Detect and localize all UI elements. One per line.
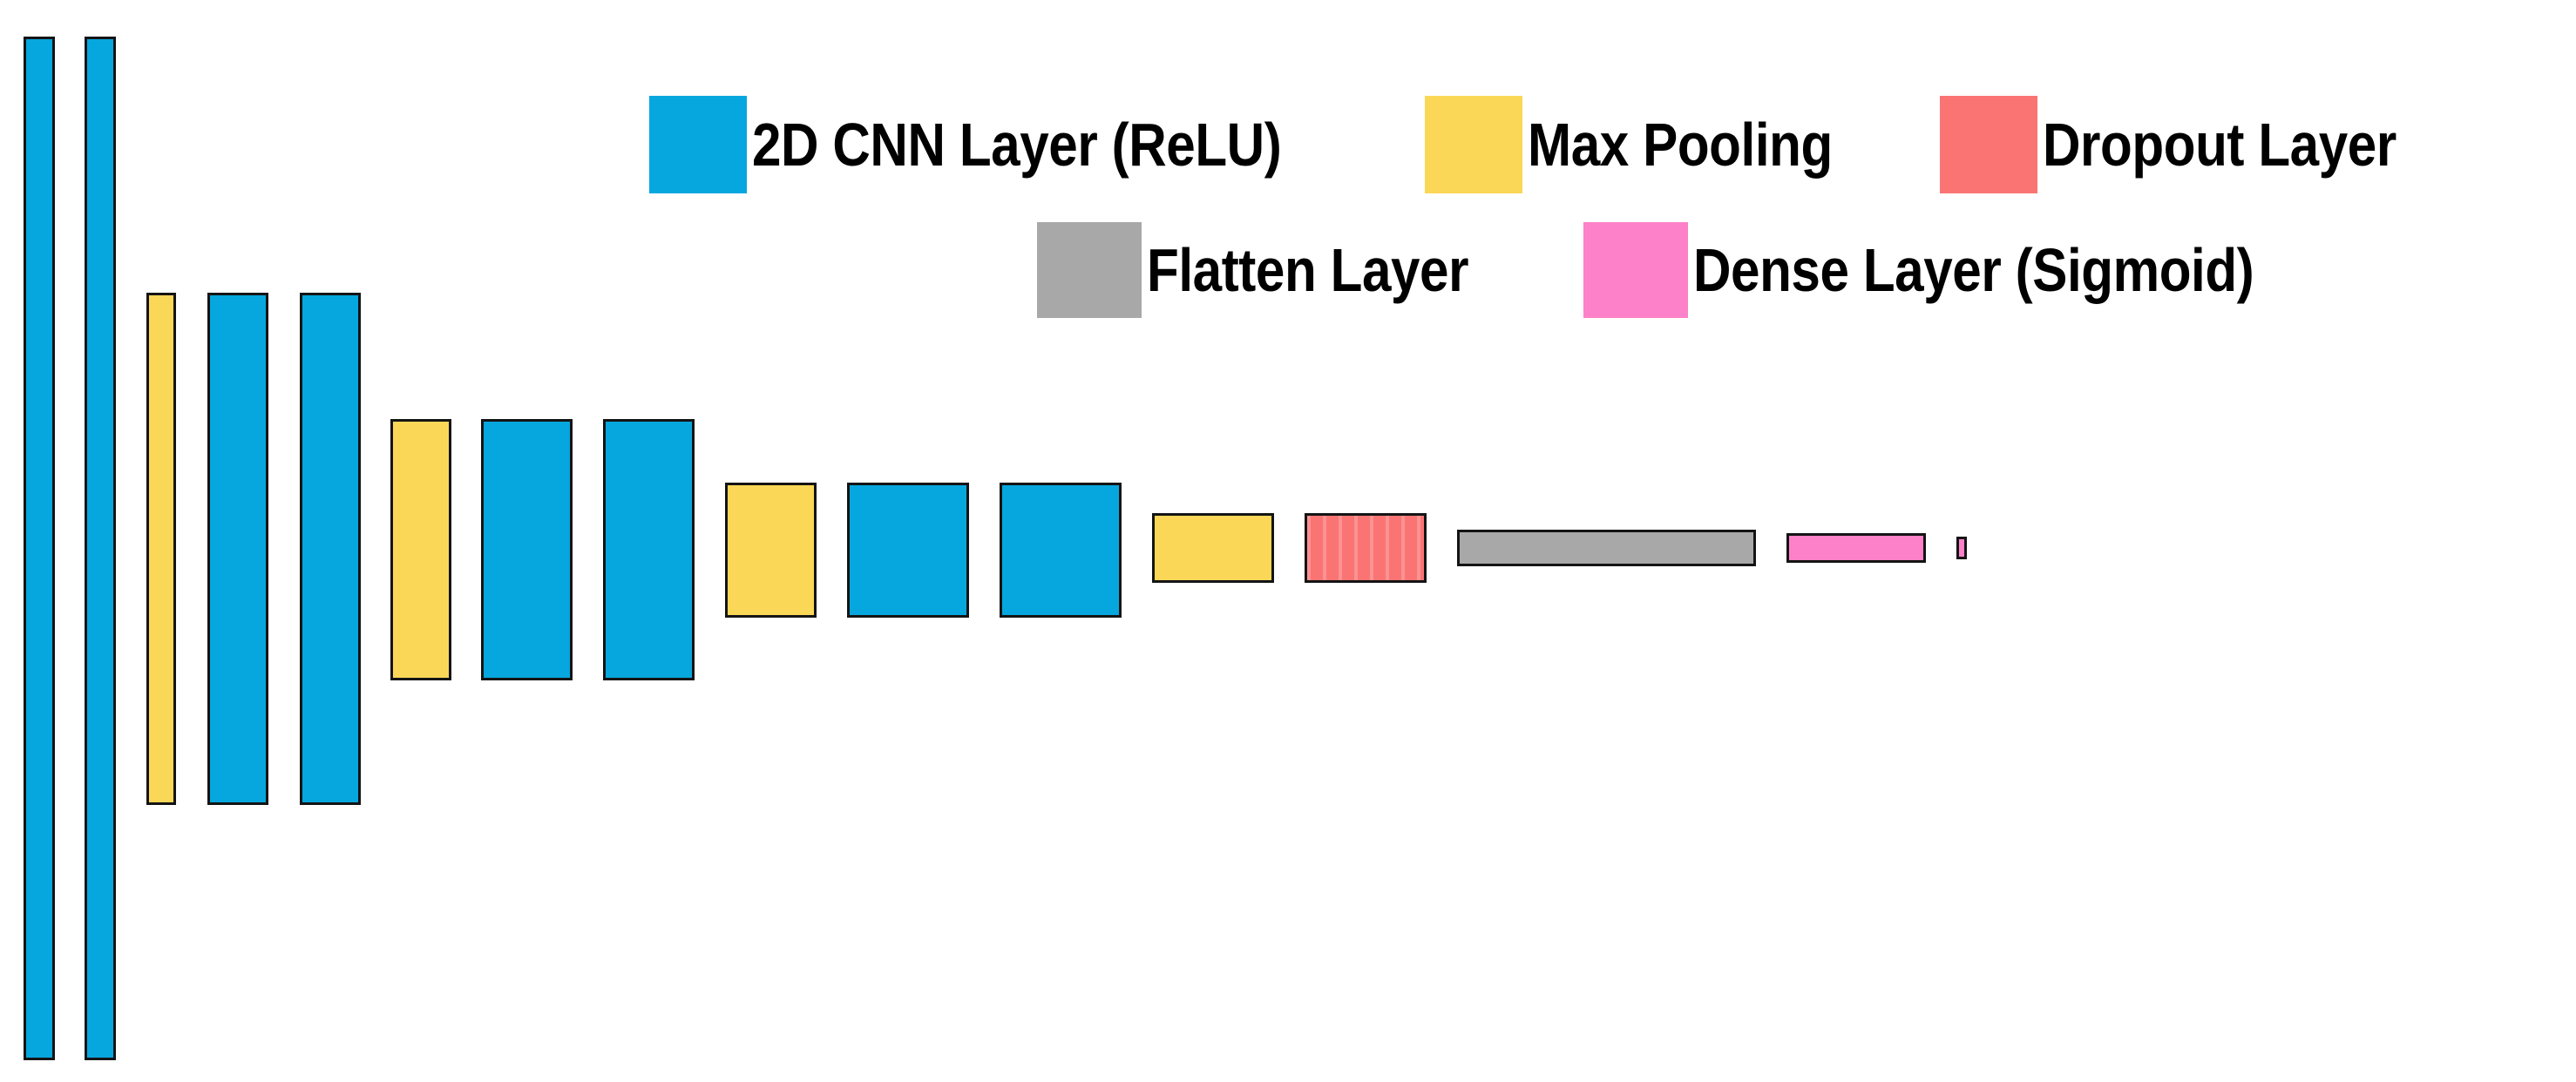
layer-block-dropout-1[interactable] (1305, 513, 1427, 583)
legend-label-pool: Max Pooling (1528, 111, 1834, 179)
layer-block-conv-7[interactable] (847, 483, 969, 618)
legend-swatch-dropout-icon (1939, 96, 2037, 193)
legend-row-1: 2D CNN Layer (ReLU) Max Pooling Dropout … (649, 96, 2454, 193)
legend-entry-dropout[interactable]: Dropout Layer (1939, 96, 2454, 193)
layer-block-dense-2[interactable] (1956, 537, 1967, 559)
legend-label-flatten: Flatten Layer (1147, 236, 1469, 304)
legend-swatch-flatten-icon (1037, 222, 1142, 318)
legend-entry-cnn[interactable]: 2D CNN Layer (ReLU) (649, 96, 1367, 193)
layer-block-dense-1[interactable] (1786, 533, 1926, 563)
legend-label-dense: Dense Layer (Sigmoid) (1693, 236, 2254, 304)
legend-label-dropout: Dropout Layer (2042, 111, 2396, 179)
layer-block-pool-2[interactable] (390, 419, 451, 680)
layer-block-conv-4[interactable] (300, 293, 361, 805)
layer-block-conv-8[interactable] (1000, 483, 1122, 618)
layer-block-pool-3[interactable] (725, 483, 817, 618)
legend-entry-dense[interactable]: Dense Layer (Sigmoid) (1583, 222, 2345, 318)
layer-block-conv-3[interactable] (207, 293, 268, 805)
legend-label-cnn: 2D CNN Layer (ReLU) (752, 111, 1282, 179)
layer-block-conv-1[interactable] (24, 37, 55, 1060)
legend-entry-flatten[interactable]: Flatten Layer (1037, 222, 1521, 318)
layer-block-pool-1[interactable] (146, 293, 176, 805)
layer-block-flatten-1[interactable] (1457, 530, 1756, 566)
layer-block-pool-4[interactable] (1152, 513, 1274, 583)
layer-block-conv-2[interactable] (85, 37, 116, 1060)
legend-swatch-pool-icon (1425, 96, 1523, 193)
layer-block-conv-6[interactable] (603, 419, 695, 680)
legend-swatch-cnn-icon (649, 96, 747, 193)
layer-block-conv-5[interactable] (481, 419, 573, 680)
legend-entry-pool[interactable]: Max Pooling (1425, 96, 1882, 193)
legend-swatch-dense-icon (1583, 222, 1689, 318)
legend-row-2: Flatten Layer Dense Layer (Sigmoid) (1037, 222, 2345, 318)
